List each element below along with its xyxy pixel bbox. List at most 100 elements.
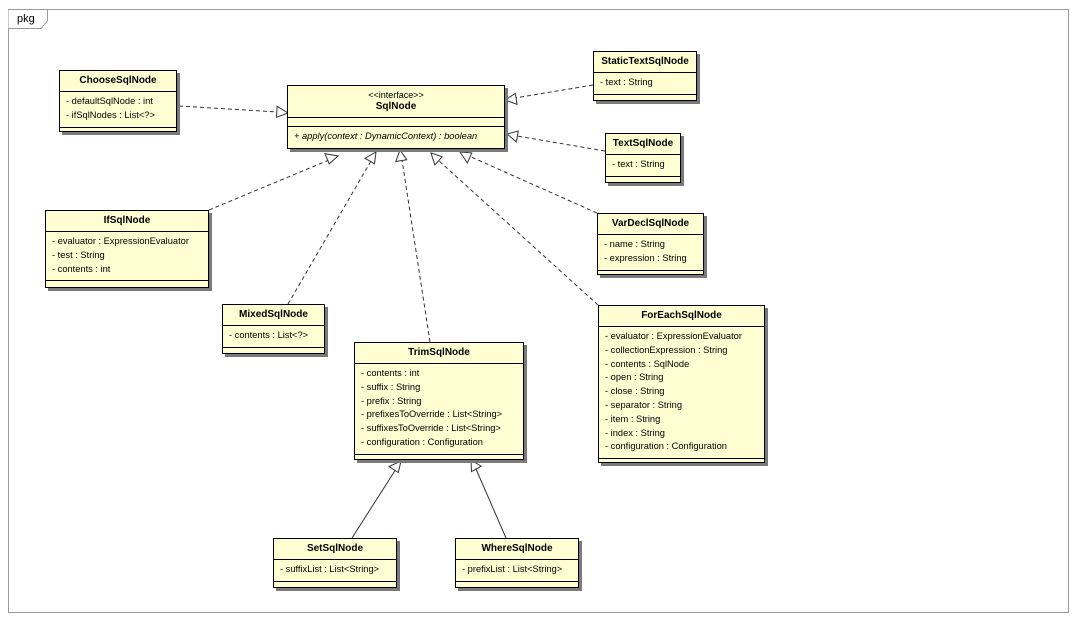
attribute: - configuration : Configuration	[605, 441, 727, 452]
arrowhead-trim	[395, 148, 408, 163]
edge-statictext-sqlnode	[514, 84, 594, 99]
class-statictextsqlnode[interactable]: StaticTextSqlNode - text : String	[593, 51, 697, 101]
attribute: - defaultSqlNode : int	[66, 96, 153, 106]
attribute: - contents : int	[52, 263, 111, 274]
edge-set-trim	[351, 468, 397, 539]
attribute-compartment: - name : String - expression : String	[598, 235, 703, 271]
operation-compartment	[598, 271, 703, 284]
attribute-compartment: - evaluator : ExpressionEvaluator - coll…	[599, 327, 764, 460]
arrowhead-mixed	[363, 151, 377, 165]
class-mixedsqlnode[interactable]: MixedSqlNode - contents : List<?>	[222, 304, 325, 354]
attribute: - prefixList : List<String>	[462, 564, 563, 574]
attribute-compartment: - prefixList : List<String>	[456, 560, 578, 582]
attribute: - evaluator : ExpressionEvaluator	[605, 331, 742, 341]
class-textsqlnode[interactable]: TextSqlNode - text : String	[605, 133, 681, 183]
edge-where-trim	[475, 468, 507, 539]
class-name: SetSqlNode	[306, 543, 364, 554]
operation-compartment	[355, 455, 523, 468]
class-header: TextSqlNode	[606, 134, 680, 155]
class-setsqlnode[interactable]: SetSqlNode - suffixList : List<String>	[273, 538, 397, 588]
class-choosesqlnode[interactable]: ChooseSqlNode - defaultSqlNode : int - i…	[59, 70, 177, 132]
class-name: ChooseSqlNode	[79, 75, 157, 86]
class-header: SetSqlNode	[274, 539, 396, 560]
class-header: WhereSqlNode	[456, 539, 578, 560]
class-header: ChooseSqlNode	[60, 71, 176, 92]
arrowhead-set	[387, 460, 402, 474]
attribute: - configuration : Configuration	[361, 436, 483, 447]
operation-compartment	[456, 582, 578, 595]
attribute: - prefixesToOverride : List<String>	[361, 409, 503, 420]
class-header: <<interface>> SqlNode	[288, 86, 504, 118]
operation-compartment	[606, 177, 680, 190]
attribute: - text : String	[612, 159, 665, 169]
attribute: - contents : List<?>	[229, 330, 309, 340]
edge-choose-sqlnode	[178, 105, 279, 113]
class-name: VarDeclSqlNode	[611, 218, 690, 229]
class-name: ForEachSqlNode	[641, 310, 722, 321]
operation-compartment	[223, 348, 324, 361]
arrowhead-foreach	[430, 152, 444, 166]
edge-text-sqlnode	[516, 135, 606, 152]
class-header: IfSqlNode	[46, 211, 208, 232]
arrowhead-if	[324, 153, 340, 165]
arrowhead-choose	[275, 105, 290, 119]
attribute: - suffix : String	[361, 381, 421, 392]
attribute: - name : String	[604, 239, 665, 249]
class-header: StaticTextSqlNode	[594, 52, 696, 73]
attribute-compartment: - text : String	[594, 73, 696, 95]
operation-compartment	[60, 128, 176, 141]
attribute: - open : String	[605, 372, 664, 383]
arrowhead-where	[470, 459, 483, 473]
attribute-compartment: - evaluator : ExpressionEvaluator - test…	[46, 232, 208, 282]
attribute-compartment: - contents : List<?>	[223, 326, 324, 348]
class-sqlnode[interactable]: <<interface>> SqlNode + apply(context : …	[287, 85, 505, 149]
operation-compartment	[46, 281, 208, 294]
operation-compartment	[594, 95, 696, 108]
attribute: - evaluator : ExpressionEvaluator	[52, 236, 189, 246]
class-header: MixedSqlNode	[223, 305, 324, 326]
class-name: WhereSqlNode	[481, 543, 553, 554]
class-name: MixedSqlNode	[239, 309, 308, 320]
attribute: - test : String	[52, 249, 105, 260]
class-foreachsqlnode[interactable]: ForEachSqlNode - evaluator : ExpressionE…	[598, 305, 765, 463]
arrowhead-statictext	[503, 92, 518, 106]
edge-vardecl-sqlnode	[468, 155, 598, 214]
package-label: pkg	[17, 13, 35, 25]
attribute: - collectionExpression : String	[605, 344, 728, 355]
operation: + apply(context : DynamicContext) : bool…	[294, 131, 478, 141]
attribute: - prefix : String	[361, 395, 422, 406]
attribute-compartment: - suffixList : List<String>	[274, 560, 396, 582]
class-name: SqlNode	[375, 101, 417, 112]
class-wheresqlnode[interactable]: WhereSqlNode - prefixList : List<String>	[455, 538, 579, 588]
class-name: TextSqlNode	[612, 138, 674, 149]
edge-if-sqlnode	[208, 159, 330, 211]
class-trimsqlnode[interactable]: TrimSqlNode - contents : int - suffix : …	[354, 342, 524, 460]
arrowhead-text	[505, 130, 519, 143]
attribute: - ifSqlNodes : List<?>	[66, 109, 155, 120]
attribute-compartment: - text : String	[606, 155, 680, 177]
edge-trim-sqlnode	[401, 159, 431, 343]
interface-stereotype: <<interface>>	[368, 90, 424, 100]
attribute: - suffixList : List<String>	[280, 564, 380, 574]
attribute: - expression : String	[604, 252, 687, 263]
class-name: StaticTextSqlNode	[601, 56, 689, 67]
attribute: - contents : SqlNode	[605, 358, 690, 369]
edge-mixed-sqlnode	[287, 160, 372, 305]
attribute: - contents : int	[361, 368, 420, 378]
class-header: VarDeclSqlNode	[598, 214, 703, 235]
attribute-compartment	[288, 118, 504, 127]
class-header: TrimSqlNode	[355, 343, 523, 364]
attribute: - separator : String	[605, 399, 682, 410]
attribute: - index : String	[605, 427, 665, 438]
attribute-compartment: - defaultSqlNode : int - ifSqlNodes : Li…	[60, 92, 176, 128]
class-header: ForEachSqlNode	[599, 306, 764, 327]
package-tab	[8, 9, 48, 29]
operation-compartment	[599, 459, 764, 472]
class-name: TrimSqlNode	[408, 347, 470, 358]
class-vardeclsqlnode[interactable]: VarDeclSqlNode - name : String - express…	[597, 213, 704, 275]
operation-compartment	[274, 582, 396, 595]
class-name: IfSqlNode	[103, 215, 151, 226]
class-ifsqlnode[interactable]: IfSqlNode - evaluator : ExpressionEvalua…	[45, 210, 209, 288]
attribute-compartment: - contents : int - suffix : String - pre…	[355, 364, 523, 455]
